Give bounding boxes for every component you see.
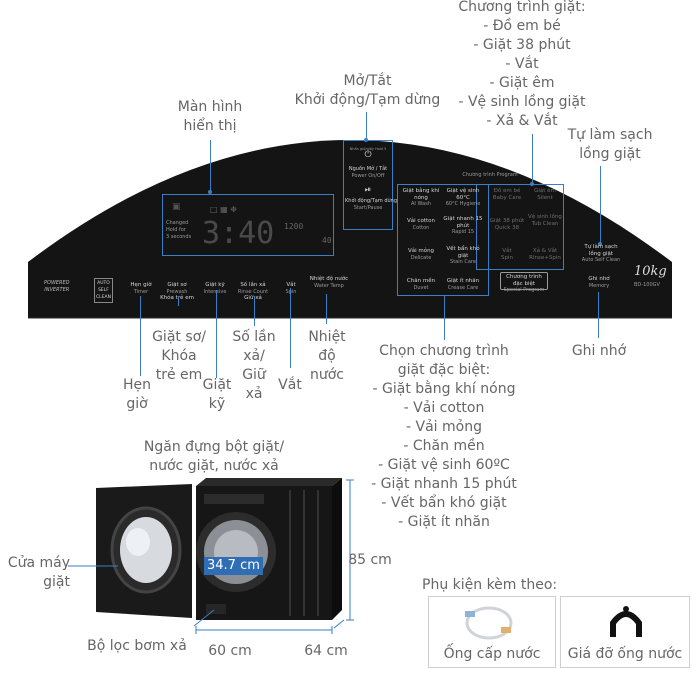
lcd-temp-value: 40 (322, 236, 332, 245)
accessory-bracket-label: Giá đỡ ống nước (567, 646, 683, 662)
depth-label: 64 cm (304, 643, 348, 659)
leader-temp (326, 294, 327, 324)
filter-label: Bộ lọc bơm xả (87, 638, 187, 654)
accessory-hose: Ống cấp nước (428, 596, 556, 668)
accessory-bracket: Giá đỡ ống nước (560, 596, 690, 668)
capacity-badge: 10kg (634, 264, 667, 279)
special-program-box (397, 184, 489, 296)
memory-label: Ghi nhớ (571, 343, 627, 359)
accessories-title: Phụ kiện kèm theo: (422, 577, 558, 593)
door-label: Cửa máy giặt (7, 555, 70, 590)
lcd-spin-value: 1200 (284, 222, 304, 231)
width-label: 60 cm (208, 643, 252, 659)
leader-display (210, 140, 211, 192)
lcd-label: Changed Hold for 3 seconds (166, 220, 192, 240)
leader-display-dot (208, 190, 212, 194)
dim-program-box (476, 184, 564, 270)
hose-bracket-icon (610, 606, 642, 637)
start-pause-icon[interactable]: ⏯ (364, 185, 372, 194)
leader-power (366, 112, 367, 140)
leader-selfclean (600, 166, 601, 244)
leader-memory (598, 292, 599, 338)
model-number: BD-100GV (634, 282, 660, 288)
lcd-tshirt-icon: ▣ (172, 202, 181, 212)
leader-timer (140, 296, 141, 376)
display-label: Màn hình hiển thị (177, 99, 243, 134)
program-header: Chương trình Program (462, 172, 518, 178)
special-program-label: Chọn chương trình giặt đặc biệt: - Giặt … (371, 343, 517, 530)
leader-spin (290, 288, 291, 368)
self-clean-label: Tự làm sạch lồng giặt (567, 127, 653, 162)
power-start-box (343, 140, 393, 230)
lcd-status-icons: □ ▦ ❉ (210, 205, 237, 214)
height-label: 85 cm (348, 552, 392, 568)
start-pause-button[interactable]: Khởi động/Tạm dừng Start/Pause (345, 198, 398, 211)
power-head: Nhấn giữ/giảy Hold 5 (349, 147, 387, 151)
program-list-label: Chương trình giặt: - Đồ em bé - Giặt 38 … (458, 0, 586, 129)
display-box (162, 194, 334, 256)
power-start-label: Mở/Tắt Khởi động/Tạm dừng (294, 73, 441, 108)
lcd-time: 3:40 (202, 216, 275, 251)
drawer-label: Ngăn đựng bột giặt/ nước giặt, nước xả (143, 439, 285, 474)
leader-programs (532, 134, 533, 184)
leader-selfclean-dot (598, 242, 602, 246)
power-button[interactable]: Nguồn Mở / Tắt Power On/Off (348, 166, 388, 179)
leader-prewash (178, 296, 179, 306)
leader-intensive (216, 290, 217, 378)
power-icon[interactable]: ⏻ (364, 150, 372, 160)
leader-special (444, 296, 445, 340)
accessory-hose-label: Ống cấp nước (443, 646, 541, 662)
water-hose-icon (465, 606, 513, 640)
leader-rinse (254, 296, 255, 326)
door-diameter-badge: 34.7 cm (204, 557, 263, 575)
spin-label: Vắt (278, 377, 302, 393)
